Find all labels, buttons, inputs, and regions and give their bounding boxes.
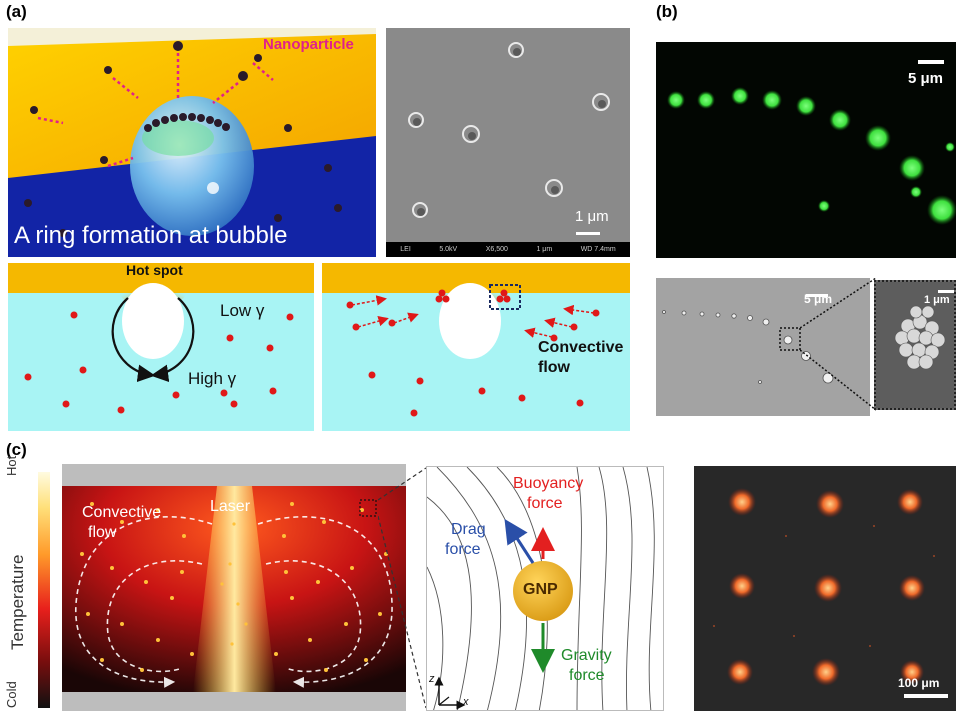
a-schematic-right: Convective flow xyxy=(322,263,630,431)
convective-label-line1: Convective xyxy=(538,339,624,356)
c-pattern-image: 100 μm xyxy=(694,466,956,711)
c-zoom-lines xyxy=(378,467,427,709)
laser-label: Laser xyxy=(210,498,251,515)
a-sem-image: 1 μm LEI 5.0kV X6,500 1 μm WD 7.4mm xyxy=(386,28,630,257)
sem-footer-voltage: 5.0kV xyxy=(439,246,458,253)
low-gamma-label: Low γ xyxy=(220,301,265,320)
sem-scale-label: 1 μm xyxy=(575,208,609,225)
sem-footer-mag: X6,500 xyxy=(485,246,508,253)
c-convective-line1: Convective xyxy=(82,504,162,521)
b-fluorescence-image: 5 μm xyxy=(656,42,956,258)
c-convection-image: Convective flow Laser xyxy=(62,464,406,711)
colorbar-title: Temperature xyxy=(8,554,27,650)
hot-spot-label: Hot spot xyxy=(126,263,183,278)
axis-x-label: x xyxy=(463,696,469,708)
panel-label-b: (b) xyxy=(656,2,678,21)
b-sem-line-image: 5 μm xyxy=(656,278,870,416)
c-convective-line2: flow xyxy=(88,524,117,541)
colorbar-cold-label: Cold xyxy=(4,681,19,708)
gnp-label: GNP xyxy=(523,581,558,598)
high-gamma-label: High γ xyxy=(188,369,237,388)
pattern-scale-label: 100 μm xyxy=(898,676,940,690)
a-schematic-left: Hot spot Low γ High γ xyxy=(8,263,314,431)
drag-label-line2: force xyxy=(445,541,481,558)
buoyancy-label-line2: force xyxy=(527,495,563,512)
axis-z-label: z xyxy=(429,673,435,685)
buoyancy-label-line1: Buoyancy xyxy=(513,475,584,492)
convective-label-line2: flow xyxy=(538,359,570,376)
c-force-diagram: Buoyancy force Drag force GNP Gravity fo… xyxy=(426,466,664,711)
sem-footer: LEI 5.0kV X6,500 1 μm WD 7.4mm xyxy=(386,242,630,257)
a-illustration: Nanoparticle A ring formation at bubble xyxy=(8,28,376,257)
sem-footer-scale: 1 μm xyxy=(536,246,553,253)
b-zoom-cluster-image: 1 μm xyxy=(874,280,956,410)
gravity-label-line2: force xyxy=(569,667,605,684)
colorbar-hot-label: Hot xyxy=(4,455,19,476)
sem-footer-detector: LEI xyxy=(400,246,411,253)
panel-label-a: (a) xyxy=(6,2,27,21)
ring-caption: A ring formation at bubble xyxy=(14,222,288,249)
sem-line-scale-label: 5 μm xyxy=(804,292,833,306)
temperature-colorbar xyxy=(38,472,50,708)
gravity-label-line1: Gravity xyxy=(561,647,612,664)
zoom-scale-label: 1 μm xyxy=(924,294,950,306)
drag-label-line1: Drag xyxy=(451,521,486,538)
fluor-scale-label: 5 μm xyxy=(908,70,944,87)
nanoparticle-label: Nanoparticle xyxy=(263,36,354,53)
panel-label-c: (c) xyxy=(6,440,27,459)
sem-footer-wd: WD 7.4mm xyxy=(580,246,616,253)
zoom-dotted-lines xyxy=(800,278,877,411)
